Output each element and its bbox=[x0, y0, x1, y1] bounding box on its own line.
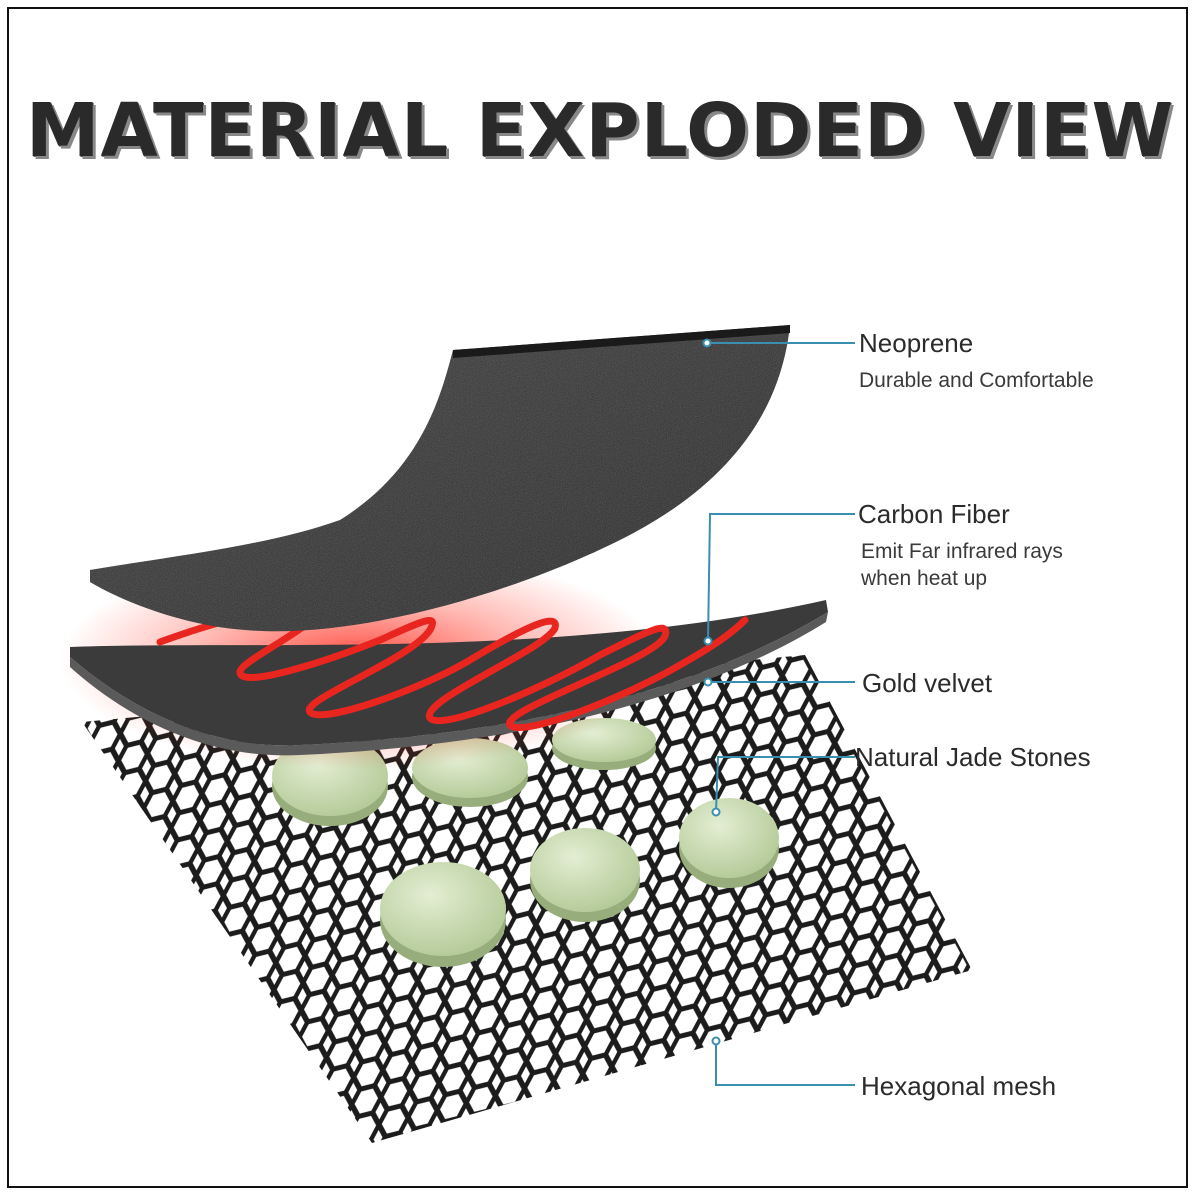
label-hexagonal-mesh: Hexagonal mesh bbox=[861, 1071, 1056, 1102]
heating-wire bbox=[156, 606, 749, 732]
neoprene-layer bbox=[90, 325, 790, 632]
leader-dot bbox=[702, 338, 712, 348]
label-natural-jade-stones: Natural Jade Stones bbox=[855, 742, 1091, 773]
leader-dots bbox=[702, 338, 721, 1046]
layer-description: Durable and Comfortable bbox=[859, 369, 1094, 392]
leader-dot bbox=[711, 807, 721, 817]
jade-stone bbox=[530, 828, 640, 922]
layer-name: Gold velvet bbox=[862, 668, 993, 698]
jade-stone bbox=[380, 862, 506, 967]
leader-hexagonal-mesh bbox=[715, 1041, 855, 1086]
leader-dot bbox=[703, 677, 713, 687]
label-carbon-fiber: Carbon Fiber Emit Far infrared rays when… bbox=[858, 499, 1063, 592]
leader-lines bbox=[707, 342, 855, 1086]
layer-description: when heat up bbox=[861, 567, 988, 590]
leader-jade-stones bbox=[715, 756, 855, 813]
label-neoprene: Neoprene Durable and Comfortable bbox=[859, 328, 1094, 394]
page-title: MATERIAL EXPLODED VIEW bbox=[25, 88, 1175, 174]
layer-name: Carbon Fiber bbox=[858, 499, 1010, 529]
jade-stone bbox=[679, 798, 779, 888]
leader-dot bbox=[703, 636, 713, 646]
layer-name: Hexagonal mesh bbox=[861, 1071, 1057, 1101]
layer-name: Neoprene bbox=[859, 328, 974, 358]
leader-carbon-fiber bbox=[707, 513, 855, 642]
leader-dot bbox=[711, 1036, 721, 1046]
label-gold-velvet: Gold velvet bbox=[862, 668, 992, 699]
layer-description: Emit Far infrared rays bbox=[861, 540, 1063, 563]
layer-name: Natural Jade Stones bbox=[855, 742, 1091, 772]
